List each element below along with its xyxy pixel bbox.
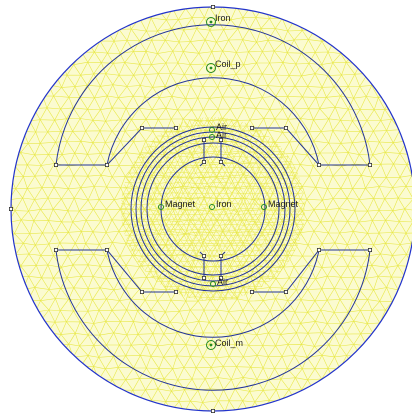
- geometry-node[interactable]: [367, 162, 372, 167]
- block-label-magnet-right[interactable]: Magnet: [261, 199, 299, 210]
- label-coil-m: Coil_m: [215, 338, 243, 348]
- block-marker-icon: [209, 134, 215, 140]
- geometry-node[interactable]: [139, 126, 144, 131]
- block-label-iron-top[interactable]: Iron: [206, 13, 231, 27]
- block-marker-icon: [206, 17, 216, 27]
- geometry-node[interactable]: [105, 162, 110, 167]
- block-marker-icon: [261, 204, 267, 210]
- block-marker-icon: [210, 281, 216, 287]
- outer-coil-arc-bottom[interactable]: [55, 249, 371, 391]
- label-air-2: Air: [216, 130, 227, 140]
- block-marker-icon: [158, 204, 164, 210]
- block-marker-icon: [209, 127, 215, 133]
- geometry-node[interactable]: [105, 247, 110, 252]
- geometry-node[interactable]: [316, 247, 321, 252]
- block-label-air-2[interactable]: Air: [209, 130, 228, 140]
- block-label-magnet-left[interactable]: Magnet: [158, 199, 196, 210]
- label-coil-p: Coil_p: [215, 59, 241, 69]
- inner-coil-arc-bottom[interactable]: [106, 249, 320, 338]
- block-marker-icon: [209, 204, 215, 210]
- geometry-node[interactable]: [249, 289, 254, 294]
- geometry-node[interactable]: [201, 137, 206, 142]
- geometry-node[interactable]: [201, 159, 206, 164]
- geometry-node[interactable]: [139, 289, 144, 294]
- geometry-node[interactable]: [210, 408, 215, 413]
- mesh-nodes: [8, 5, 372, 413]
- geometry-node[interactable]: [201, 253, 206, 258]
- block-label-air-3[interactable]: Air: [210, 277, 229, 287]
- label-magnet-left: Magnet: [165, 199, 196, 209]
- label-iron-center: Iron: [216, 199, 232, 209]
- geometry-node[interactable]: [201, 275, 206, 280]
- label-magnet-right: Magnet: [268, 199, 299, 209]
- geometry-node[interactable]: [54, 247, 59, 252]
- label-iron-top: Iron: [215, 13, 231, 23]
- geometry-node[interactable]: [218, 253, 223, 258]
- geometry-node[interactable]: [54, 162, 59, 167]
- inner-coil-arc-top[interactable]: [106, 77, 320, 166]
- label-air-3: Air: [217, 277, 228, 287]
- geometry-node[interactable]: [283, 126, 288, 131]
- geometry-node[interactable]: [218, 275, 223, 280]
- geometry-node[interactable]: [210, 5, 215, 10]
- label-air-1: Air: [216, 122, 227, 132]
- geometry-node[interactable]: [218, 159, 223, 164]
- block-label-coil-p[interactable]: Coil_p: [206, 59, 241, 73]
- geometry-node[interactable]: [249, 126, 254, 131]
- geometry-node[interactable]: [8, 206, 13, 211]
- geometry-node[interactable]: [283, 289, 288, 294]
- block-label-coil-m[interactable]: Coil_m: [206, 338, 244, 350]
- geometry-node[interactable]: [173, 289, 178, 294]
- outer-coil-arc-top[interactable]: [55, 24, 371, 166]
- block-marker-icon: [206, 63, 216, 73]
- geometry-node[interactable]: [173, 126, 178, 131]
- geometry-node[interactable]: [218, 137, 223, 142]
- block-marker-icon: [206, 340, 216, 350]
- geometry-node[interactable]: [367, 247, 372, 252]
- block-label-air-1[interactable]: Air: [209, 122, 228, 133]
- block-label-iron-center[interactable]: Iron: [209, 199, 232, 210]
- geometry-node[interactable]: [316, 162, 321, 167]
